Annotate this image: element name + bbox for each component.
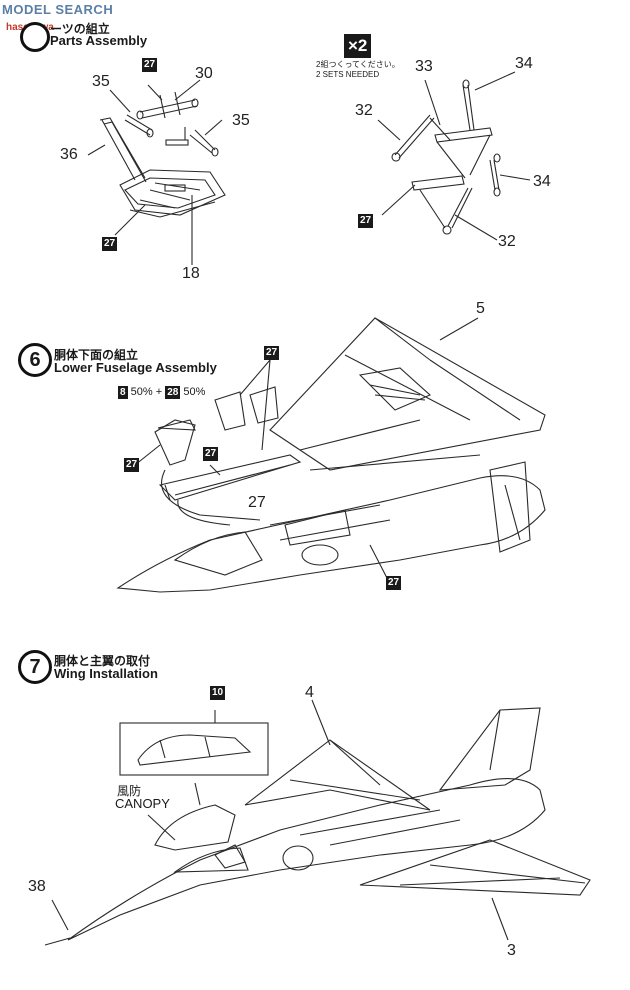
part-callout: 35 — [232, 112, 250, 129]
part-tag: 27 — [264, 346, 280, 360]
watermark-logo: MODEL SEARCH — [2, 2, 114, 17]
paint-tag-b: 28 — [165, 386, 181, 399]
part-tag: 27 — [386, 576, 402, 590]
paint-mix-note: 8 50% + 28 50% — [118, 386, 205, 399]
part-tag: 27 — [142, 58, 158, 72]
step5-title-en: Parts Assembly — [50, 33, 148, 48]
part-callout: 30 — [195, 65, 213, 82]
part-callout: 27 — [248, 494, 266, 511]
sets-note-jp: 2組つくってください。 — [316, 60, 400, 69]
paint-pct-b: 50% — [183, 386, 206, 398]
canopy-label-en: CANOPY — [115, 796, 170, 811]
part-callout: 32 — [355, 102, 373, 119]
sets-note-en: 2 SETS NEEDED — [316, 70, 380, 79]
part-callout: 33 — [415, 58, 433, 75]
paint-tag-a: 8 — [118, 386, 128, 399]
part-tag: 27 — [124, 458, 140, 472]
step7-number-circle: 7 — [18, 650, 52, 684]
part-tag: 10 — [210, 686, 226, 700]
part-callout: 18 — [182, 265, 200, 282]
part-tag: 27 — [203, 447, 219, 461]
wing-installation-drawing — [44, 699, 591, 946]
part-callout: 3 — [507, 942, 516, 959]
step7-title-en: Wing Installation — [54, 666, 158, 681]
part-callout: 32 — [498, 233, 516, 250]
paint-pct-a: 50% — [130, 386, 153, 398]
step6-title-en: Lower Fuselage Assembly — [54, 360, 217, 375]
part-tag: 27 — [102, 237, 118, 251]
part-callout: 4 — [305, 684, 314, 701]
part-tag: 27 — [358, 214, 374, 228]
step5-title-jp: ーツの組立 — [50, 22, 110, 36]
step7-title-jp: 胴体と主翼の取付 — [54, 654, 151, 668]
part-callout: 38 — [28, 878, 46, 895]
part-callout: 34 — [533, 173, 551, 190]
canopy-label-jp: 風防 — [117, 784, 142, 798]
paint-plus: + — [155, 386, 163, 398]
part-callout: 36 — [60, 146, 78, 163]
sets-multiplier-badge: ×2 — [344, 34, 372, 58]
parts-assembly-right-drawing — [377, 71, 531, 241]
part-callout: 35 — [92, 73, 110, 90]
step5-number-circle — [20, 22, 50, 52]
step6-number-circle: 6 — [18, 343, 52, 377]
step6-title-jp: 胴体下面の組立 — [54, 348, 139, 362]
part-callout: 34 — [515, 55, 533, 72]
parts-assembly-left-drawing — [87, 79, 226, 265]
part-callout: 5 — [476, 300, 485, 317]
lower-fuselage-drawing — [116, 317, 546, 593]
